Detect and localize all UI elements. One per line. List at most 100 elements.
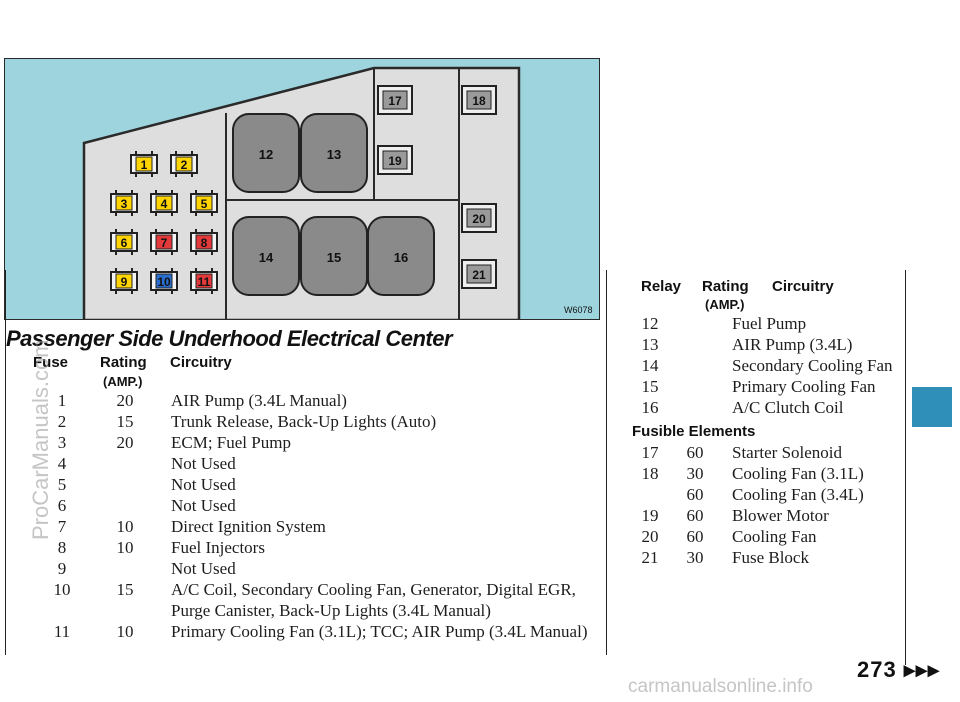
- watermark-side: ProCarManuals.com: [28, 339, 53, 540]
- fuse-rating: 10: [116, 538, 134, 557]
- fuse-circuitry: AIR Pump (3.4L Manual): [171, 391, 347, 410]
- fusible-element-rating: 60: [686, 443, 704, 462]
- fuse-number: 4: [57, 454, 67, 473]
- relay-circuitry: Fuel Pump: [732, 314, 807, 333]
- relay-number: 15: [641, 377, 659, 396]
- fuse-slot: 4: [150, 190, 178, 216]
- relay-circuitry-header: Circuitry: [772, 278, 834, 295]
- fuse-slot-label: 4: [161, 197, 168, 211]
- fusible-element-rating: 30: [686, 548, 704, 567]
- relay-slots: 12 13 14 15 16: [232, 113, 435, 296]
- fuse-circuitry: Not Used: [171, 454, 236, 473]
- fuse-slot: 8: [190, 229, 218, 255]
- fuse-slot-label: 11: [198, 275, 211, 289]
- fuse-slot-label: 2: [181, 158, 188, 172]
- fuse-slot-label: 6: [121, 236, 128, 250]
- fusible-element-rating: 60: [686, 506, 704, 525]
- center-column-rule: [606, 270, 607, 655]
- fuse-circuitry: Fuel Injectors: [171, 538, 265, 557]
- relay-circuitry: A/C Clutch Coil: [732, 398, 844, 417]
- relay-slot: 16: [367, 216, 435, 296]
- relay-slot: 14: [232, 216, 300, 296]
- fuse-circuitry: Not Used: [171, 559, 236, 578]
- fusible-element-number: 20: [641, 527, 659, 546]
- fusible-element-circuitry: Cooling Fan (3.1L): [732, 464, 864, 483]
- fusible-element-slots: 17 18 19 20 21: [377, 85, 497, 289]
- fuse-rating: 15: [116, 412, 134, 431]
- fuse-slot-label: 5: [201, 197, 208, 211]
- fuse-number: 1: [57, 391, 67, 410]
- fuse-rating: 10: [116, 517, 134, 536]
- fuse-circuitry: Trunk Release, Back-Up Lights (Auto): [171, 412, 437, 431]
- fuse-circuitry: ECM; Fuel Pump: [171, 433, 291, 452]
- fuse-circuitry: A/C Coil, Secondary Cooling Fan, Generat…: [171, 580, 576, 599]
- relay-rating-unit-header: (AMP.): [705, 297, 745, 312]
- relay-number: 13: [641, 335, 659, 354]
- right-column-rule: [905, 270, 906, 665]
- fuse-number: 3: [57, 433, 67, 452]
- fuse-circuitry: Not Used: [171, 475, 236, 494]
- page-number: 273 ▸▸▸: [857, 657, 940, 682]
- relay-slot-label: 15: [327, 250, 341, 265]
- fusible-element-slot: 18: [461, 85, 497, 115]
- fuse-header: Fuse: [33, 354, 69, 371]
- fuse-slot: 1: [130, 151, 158, 177]
- fusible-element-number: 21: [641, 548, 659, 567]
- fuse-number: 7: [57, 517, 67, 536]
- fusible-element-number: 19: [641, 506, 659, 525]
- relay-slot: 13: [300, 113, 368, 193]
- page-title: Passenger Side Underhood Electrical Cent…: [6, 326, 453, 351]
- fusible-element-label: 19: [388, 154, 402, 168]
- fusible-element-number: 18: [641, 464, 659, 483]
- fusible-element-label: 17: [388, 94, 402, 108]
- relay-number: 14: [641, 356, 659, 375]
- fusible-elements-heading: Fusible Elements: [632, 423, 756, 440]
- fuse-slot-label: 10: [157, 275, 171, 289]
- relay-circuitry: Secondary Cooling Fan: [732, 356, 893, 375]
- fusible-element-slot: 17: [377, 85, 413, 115]
- fuse-rating: 20: [116, 433, 134, 452]
- left-column-rule: [5, 270, 6, 655]
- fuse-number: 9: [57, 559, 67, 578]
- fuse-circuitry-continued: Purge Canister, Back-Up Lights (3.4L Man…: [171, 601, 491, 620]
- relay-circuitry: Primary Cooling Fan: [732, 377, 876, 396]
- fusible-element-label: 18: [472, 94, 486, 108]
- fuse-slot-label: 9: [121, 275, 128, 289]
- fusible-element-rating: 30: [686, 464, 704, 483]
- relay-slot-label: 16: [394, 250, 408, 265]
- fuse-circuitry: Primary Cooling Fan (3.1L); TCC; AIR Pum…: [171, 622, 588, 641]
- fuse-rating: 20: [116, 391, 134, 410]
- relay-slot-label: 13: [327, 147, 341, 162]
- watermark-bottom: carmanualsonline.info: [628, 676, 813, 697]
- fuse-slot: 5: [190, 190, 218, 216]
- section-tab-marker: [912, 387, 952, 427]
- fusible-element-rating: 60: [686, 527, 704, 546]
- fusible-element-number: 17: [641, 443, 659, 462]
- fuse-slot: 2: [170, 151, 198, 177]
- fuse-slot: 3: [110, 190, 138, 216]
- fusible-element-label: 21: [472, 268, 486, 282]
- fuse-slot: 11: [190, 268, 218, 294]
- fuse-slot-label: 8: [201, 236, 208, 250]
- fusible-element-slot: 20: [461, 203, 497, 233]
- fuse-slot: 9: [110, 268, 138, 294]
- fusible-element-circuitry: Blower Motor: [732, 506, 829, 525]
- relay-slot: 12: [232, 113, 300, 193]
- fusible-element-circuitry: Cooling Fan: [732, 527, 817, 546]
- rating-unit-header: (AMP.): [103, 374, 143, 389]
- relay-slot-label: 12: [259, 147, 273, 162]
- relay-header: Relay: [641, 278, 682, 295]
- fuse-number: 2: [57, 412, 67, 431]
- fuse-rating: 15: [116, 580, 134, 599]
- diagram-code: W6078: [564, 305, 593, 315]
- fusible-element-rating: 60: [686, 485, 704, 504]
- fuse-number: 5: [57, 475, 67, 494]
- relay-number: 16: [641, 398, 659, 417]
- relay-slot-label: 14: [259, 250, 274, 265]
- fuse-circuitry: Direct Ignition System: [171, 517, 326, 536]
- fuse-slot-label: 3: [121, 197, 128, 211]
- fuse-number: 8: [57, 538, 67, 557]
- relay-number: 12: [641, 314, 659, 333]
